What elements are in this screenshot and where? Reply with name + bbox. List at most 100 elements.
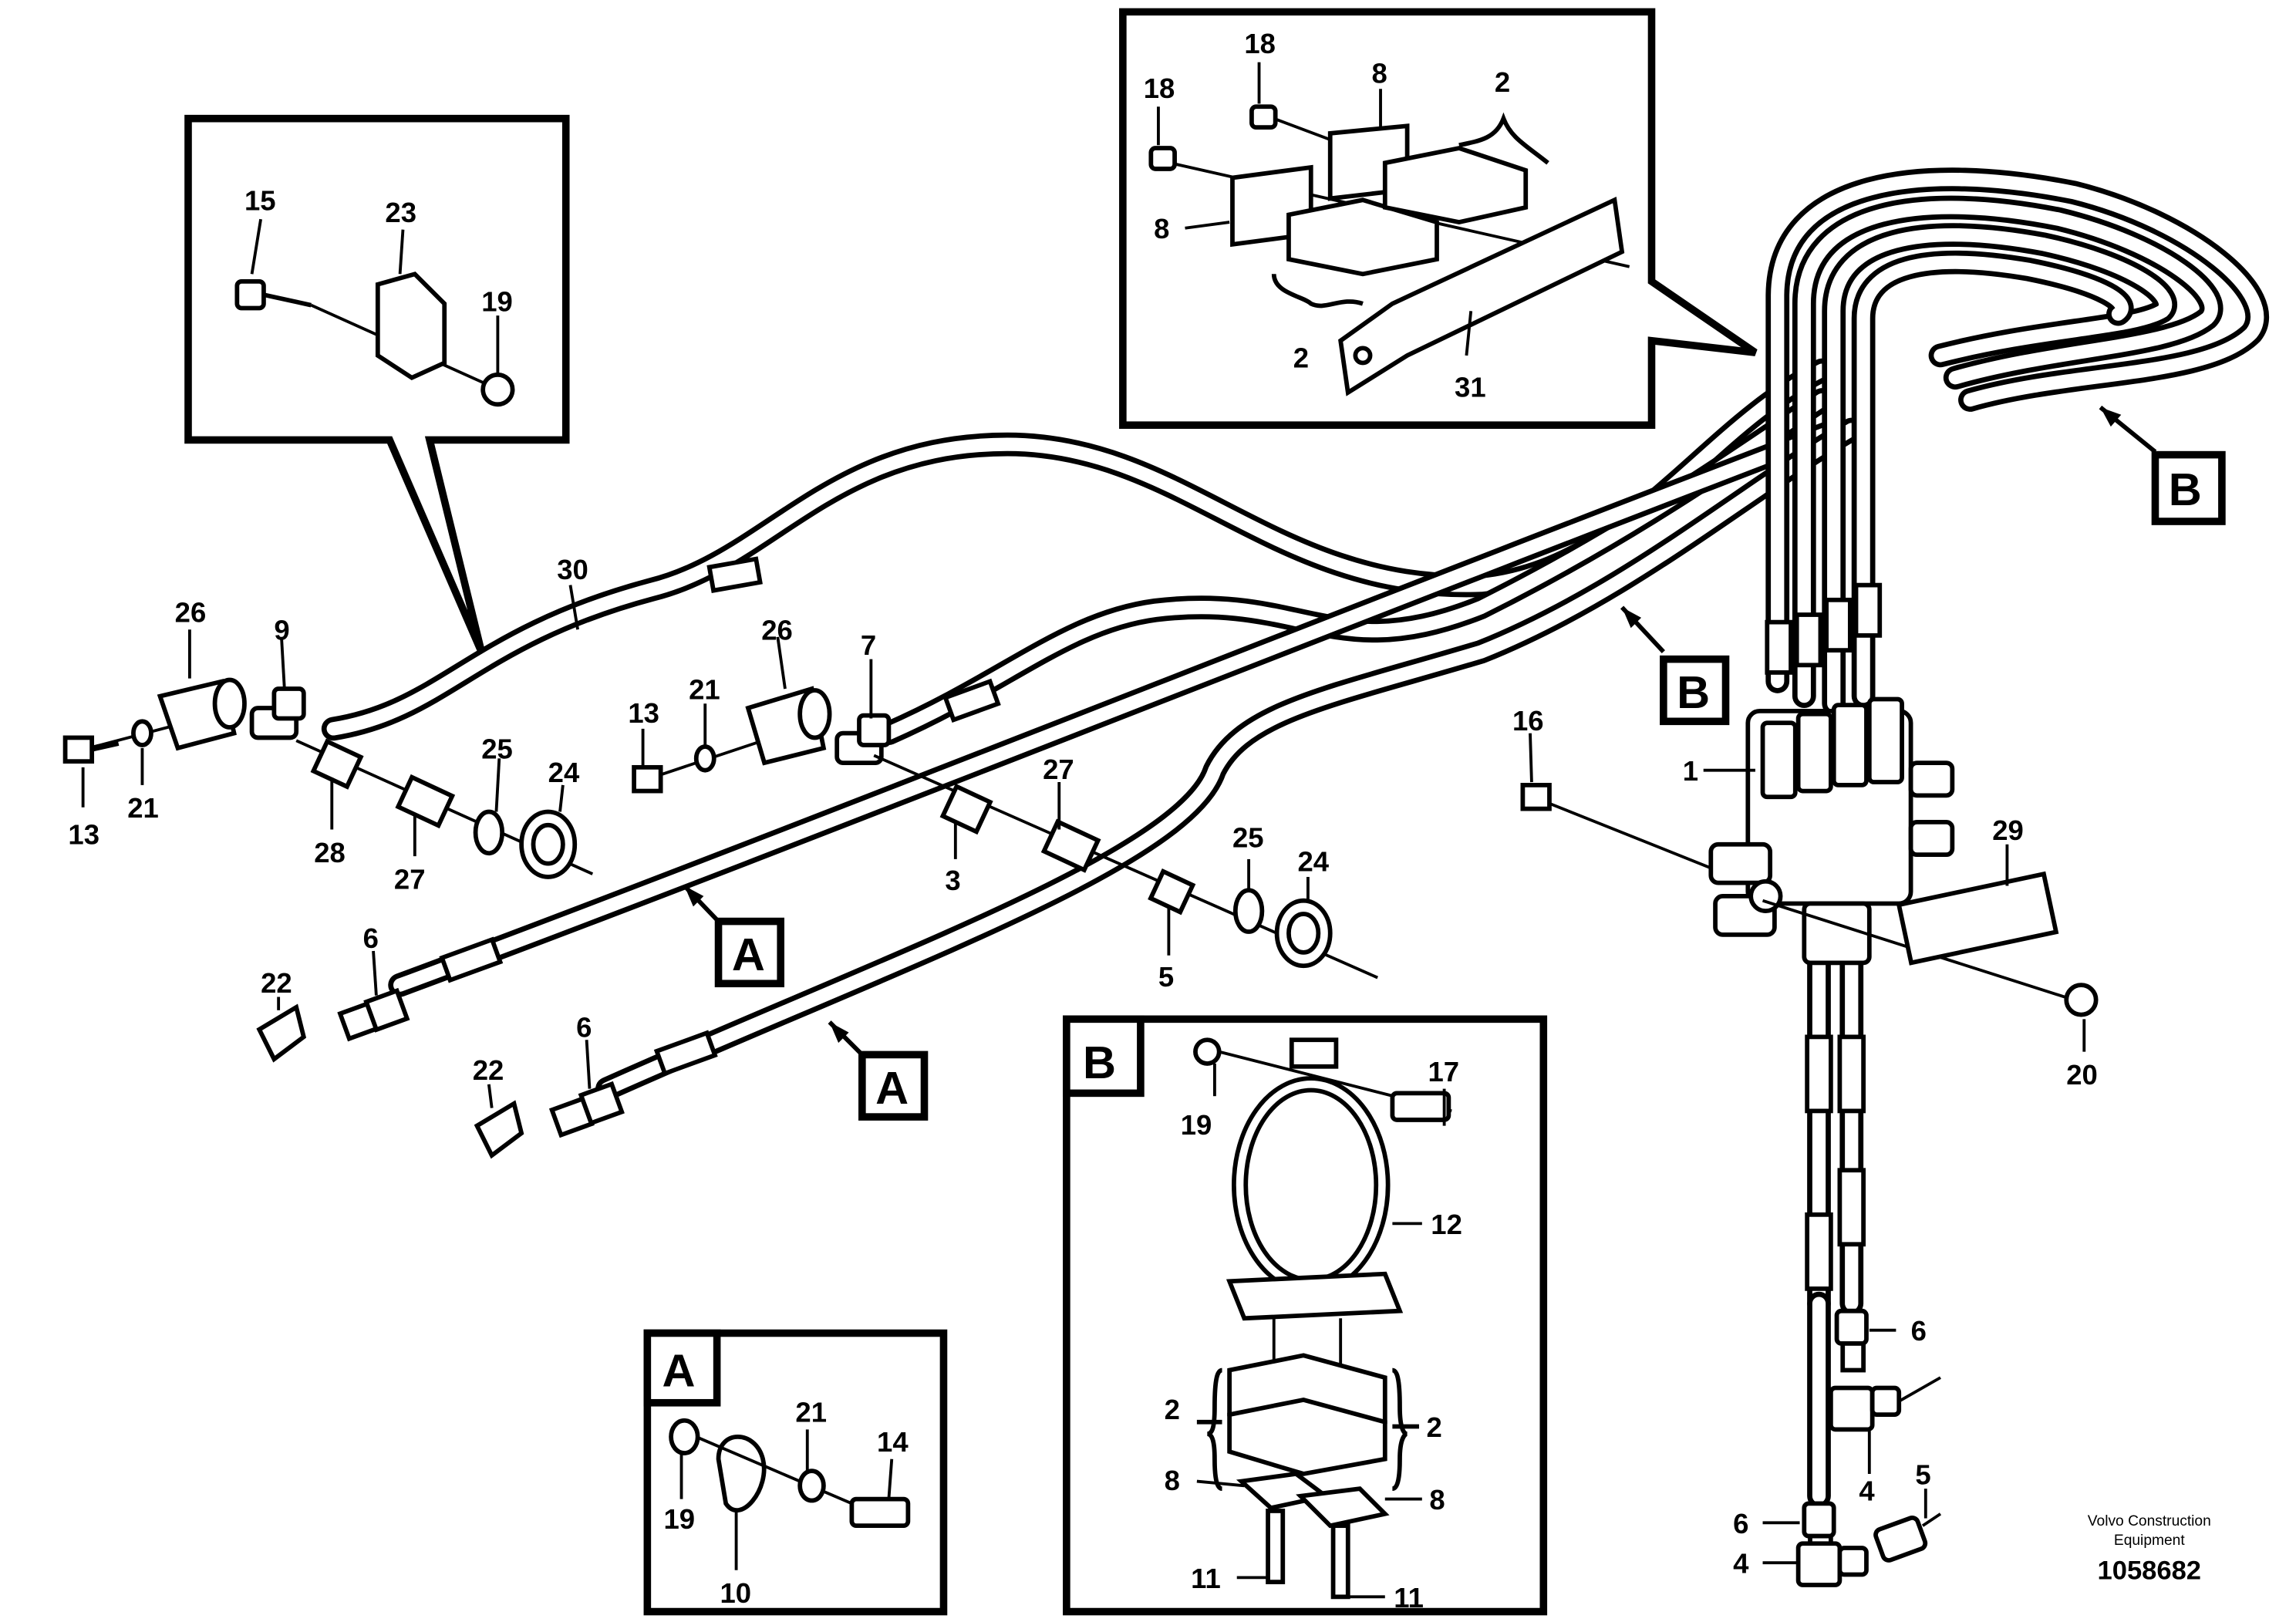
label-12: 12 (1431, 1209, 1462, 1240)
washer-21-a (797, 1469, 826, 1503)
label-3: 3 (945, 865, 960, 896)
label-22b: 22 (473, 1054, 504, 1086)
label-16: 16 (1512, 705, 1544, 737)
detail-box-b (1063, 1015, 1548, 1616)
label-4a: 4 (1859, 1475, 1875, 1507)
washer-21a (131, 719, 153, 747)
fitting-6d (1802, 1501, 1836, 1539)
plate-8d (1296, 1486, 1390, 1529)
detail-box-a (643, 1329, 948, 1616)
label-21b: 21 (689, 673, 720, 705)
clip-23 (375, 271, 447, 381)
callout-a2-letter: A (875, 1062, 909, 1114)
bolt-18b (1148, 146, 1177, 171)
clamp-half-2b (1382, 146, 1529, 225)
oring-25b (1232, 888, 1265, 934)
lower-right-fittings (1795, 1308, 1942, 1587)
label-26a: 26 (175, 597, 207, 629)
nipple-3 (939, 783, 993, 835)
label-6c: 6 (1911, 1315, 1927, 1347)
detail-b-title: B (1083, 1037, 1116, 1088)
callout-a1 (683, 884, 785, 988)
label-8-top-a: 8 (1372, 58, 1387, 89)
label-8-b-left: 8 (1165, 1465, 1180, 1496)
bolt-13a (62, 735, 95, 764)
detail-box-top-left (184, 114, 570, 653)
ring-24a (519, 809, 578, 879)
bolt-17 (1390, 1091, 1451, 1122)
label-27a: 27 (394, 863, 426, 895)
label-9: 9 (274, 615, 289, 646)
label-6a: 6 (363, 922, 379, 954)
label-7: 7 (861, 629, 876, 661)
label-31: 31 (1455, 372, 1486, 403)
plate-29 (1896, 871, 2059, 966)
label-27b: 27 (1043, 754, 1074, 785)
label-23: 23 (385, 197, 416, 228)
label-2-b-left: 2 (1165, 1394, 1180, 1425)
label-19-top: 19 (481, 285, 513, 317)
fitting-5a (1148, 868, 1196, 916)
callout-a2 (828, 1020, 929, 1121)
label-13a: 13 (68, 819, 99, 851)
label-19-a: 19 (663, 1503, 695, 1535)
callout-b2 (2099, 405, 2226, 525)
label-17: 17 (1428, 1056, 1459, 1088)
label-19-b: 19 (1181, 1109, 1212, 1141)
part-number-labels: 30 26 9 13 21 28 27 25 24 26 7 13 21 27 … (68, 28, 2210, 1614)
connector-27a (395, 774, 456, 829)
callout-b1-letter: B (1677, 666, 1710, 718)
left-fittings (62, 677, 1378, 1159)
fitting-5b (1873, 1516, 1928, 1563)
label-1: 1 (1683, 755, 1698, 787)
label-21-a: 21 (795, 1397, 827, 1428)
company-name-line2: Equipment (2114, 1533, 2185, 1549)
label-25b: 25 (1232, 822, 1264, 854)
label-15: 15 (244, 185, 276, 217)
nipple-28 (310, 738, 364, 790)
oring-25a (473, 809, 505, 856)
band-clamp-12 (1232, 1076, 1391, 1294)
label-13b: 13 (628, 697, 659, 729)
label-5a: 5 (1158, 961, 1174, 993)
washer-21b (693, 744, 716, 773)
label-11a: 11 (1191, 1563, 1221, 1594)
distributor-block (1520, 696, 2099, 1017)
label-2-top-a: 2 (1495, 66, 1510, 98)
washer-19-a (669, 1418, 700, 1455)
nut-20 (2064, 983, 2099, 1017)
detail-a-title: A (663, 1345, 696, 1397)
label-24b: 24 (1297, 845, 1329, 877)
label-29: 29 (1992, 814, 2024, 846)
label-21a: 21 (127, 792, 159, 824)
detail-box-top-center (1119, 8, 1758, 429)
hose-lines (321, 167, 2269, 1509)
leader-lines (81, 62, 2086, 1599)
grease-nipple-22a (256, 1003, 307, 1063)
label-4b: 4 (1733, 1548, 1749, 1580)
clamp-half-2a (1286, 197, 1439, 277)
elbow-4b (1795, 1541, 1843, 1587)
label-2-b-right: 2 (1427, 1411, 1442, 1443)
label-22a: 22 (261, 967, 292, 999)
label-6b: 6 (576, 1011, 592, 1043)
elbow-4a (1828, 1385, 1875, 1432)
label-5b: 5 (1915, 1458, 1930, 1490)
grease-nipple-22b (474, 1100, 524, 1159)
bolt-18a (1249, 104, 1278, 130)
ring-24b (1274, 898, 1333, 969)
label-2-top-b: 2 (1293, 342, 1309, 373)
fitting-6b (578, 1081, 625, 1126)
label-11b: 11 (1394, 1582, 1424, 1614)
connector-27b (1040, 818, 1101, 873)
label-30: 30 (557, 554, 588, 585)
bracket-31 (1338, 197, 1625, 396)
label-24a: 24 (548, 757, 580, 788)
hose-sleeves (439, 556, 1883, 1291)
bolt-15 (234, 279, 266, 311)
screw-11b (1330, 1523, 1350, 1600)
bolt-14 (849, 1496, 911, 1529)
callout-b1 (1620, 605, 1730, 726)
clip-10 (716, 1435, 767, 1512)
